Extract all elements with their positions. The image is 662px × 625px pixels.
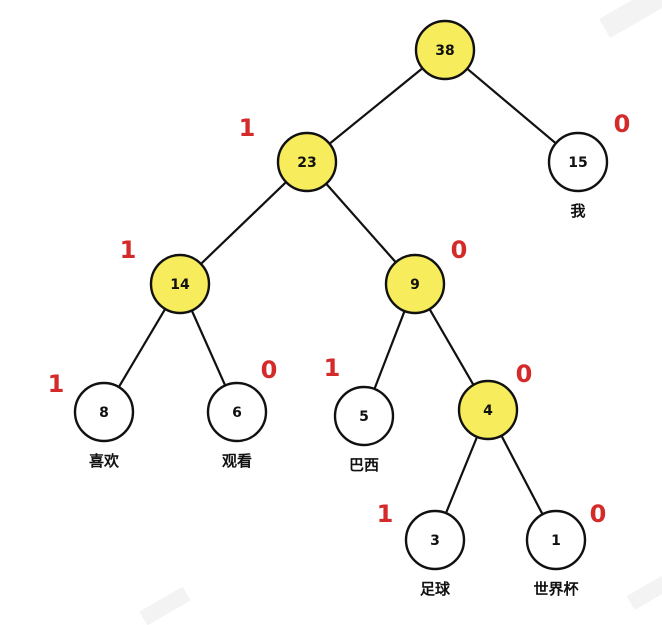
branch-code-n8: 1 bbox=[48, 370, 65, 398]
leaf-word-label: 观看 bbox=[222, 452, 252, 470]
branch-code-n4: 0 bbox=[516, 360, 533, 388]
node-circle bbox=[73, 381, 135, 443]
huffman-tree-diagram: 38 23 15 14 9 8 6 5 4 3 1 1 0 我 1 0 1 喜欢 0 观看 1 巴西 0 1 足球 0 世界杯 bbox=[48, 0, 662, 625]
tree-edge-n9-n5 bbox=[373, 310, 406, 390]
tree-edge-n23-n14 bbox=[200, 181, 287, 265]
tree-edge-n14-n8 bbox=[117, 308, 167, 388]
internal-node-38: 38 bbox=[414, 19, 476, 81]
node-weight: 4 bbox=[483, 403, 493, 419]
node-circle bbox=[457, 379, 519, 441]
leaf-node-8: 8 bbox=[73, 381, 135, 443]
leaf-node-5: 5 bbox=[333, 385, 395, 447]
node-weight: 9 bbox=[410, 277, 420, 293]
internal-node-4: 4 bbox=[457, 379, 519, 441]
branch-code-n3: 1 bbox=[377, 500, 394, 528]
leaf-node-1: 1 bbox=[525, 509, 587, 571]
node-circle bbox=[333, 385, 395, 447]
node-weight: 8 bbox=[99, 405, 109, 421]
internal-node-14: 14 bbox=[149, 253, 211, 315]
node-weight: 15 bbox=[568, 155, 587, 171]
branch-code-n9: 0 bbox=[451, 236, 468, 264]
node-weight: 6 bbox=[232, 405, 242, 421]
leaf-word-label: 喜欢 bbox=[89, 452, 120, 470]
tree-edge-n9-n4 bbox=[428, 308, 475, 386]
branch-code-n15: 0 bbox=[614, 110, 631, 138]
leaf-word-label: 巴西 bbox=[349, 456, 379, 474]
leaf-word-label: 足球 bbox=[420, 580, 451, 598]
nodes-layer: 38 23 15 14 9 8 6 5 4 3 1 bbox=[73, 19, 609, 571]
node-weight: 23 bbox=[297, 155, 316, 171]
node-weight: 5 bbox=[359, 409, 369, 425]
branch-code-n6: 0 bbox=[261, 356, 278, 384]
node-circle bbox=[276, 131, 338, 193]
node-circle bbox=[206, 381, 268, 443]
tree-edge-n4-n1 bbox=[500, 435, 544, 515]
leaf-node-3: 3 bbox=[404, 509, 466, 571]
tree-edge-root-n23 bbox=[328, 67, 424, 145]
labels-layer: 1 0 我 1 0 1 喜欢 0 观看 1 巴西 0 1 足球 0 世界杯 bbox=[48, 110, 631, 598]
node-weight: 3 bbox=[430, 533, 440, 549]
node-circle bbox=[414, 19, 476, 81]
tree-edge-root-n15 bbox=[466, 67, 557, 145]
node-weight: 38 bbox=[435, 43, 454, 59]
node-circle bbox=[525, 509, 587, 571]
tree-edge-n4-n3 bbox=[444, 436, 479, 514]
node-weight: 14 bbox=[170, 277, 190, 293]
node-weight: 1 bbox=[551, 533, 561, 549]
tree-edge-n23-n9 bbox=[325, 182, 397, 264]
branch-code-n5: 1 bbox=[324, 354, 341, 382]
node-circle bbox=[384, 253, 446, 315]
leaf-node-15: 15 bbox=[547, 131, 609, 193]
leaf-word-label: 我 bbox=[570, 202, 585, 220]
leaf-word-label: 世界杯 bbox=[533, 580, 579, 598]
tree-canvas: 38 23 15 14 9 8 6 5 4 3 1 1 0 我 1 0 1 喜欢 0 观看 1 巴西 0 1 足球 0 世界杯 bbox=[48, 19, 631, 598]
node-circle bbox=[547, 131, 609, 193]
node-circle bbox=[404, 509, 466, 571]
leaf-node-6: 6 bbox=[206, 381, 268, 443]
branch-code-n1: 0 bbox=[590, 500, 607, 528]
internal-node-23: 23 bbox=[276, 131, 338, 193]
branch-code-n23: 1 bbox=[239, 114, 256, 142]
tree-edge-n14-n6 bbox=[190, 310, 227, 386]
edges-layer bbox=[117, 67, 557, 515]
internal-node-9: 9 bbox=[384, 253, 446, 315]
node-circle bbox=[149, 253, 211, 315]
branch-code-n14: 1 bbox=[120, 236, 137, 264]
